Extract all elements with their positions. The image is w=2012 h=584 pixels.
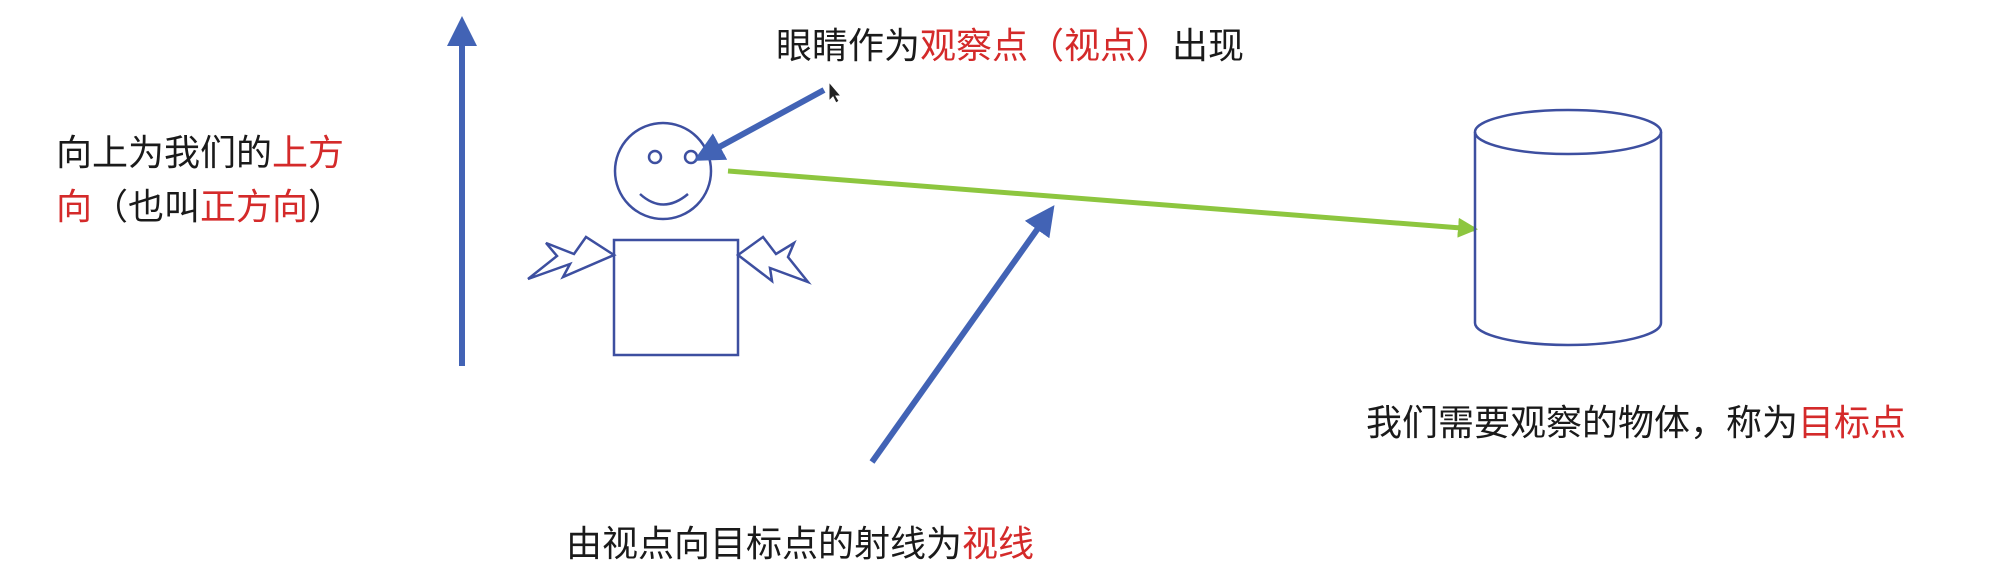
eye-pointer-arrow <box>693 87 826 161</box>
up-direction-label-line2: 向（也叫正方向） <box>56 187 345 228</box>
cylinder-top <box>1473 108 1663 156</box>
up-direction-label-line1: 向上为我们的上方 <box>56 133 345 174</box>
figure-mouth <box>639 193 689 206</box>
sight-line-label: 由视点向目标点的射线为视线 <box>566 524 1035 565</box>
figure-left-lightning <box>527 235 617 281</box>
cylinder-bottom <box>1473 322 1663 347</box>
figure-right-eye <box>683 149 699 165</box>
figure-right-lightning <box>735 235 812 285</box>
figure-head <box>613 121 713 221</box>
sight-line <box>727 168 1478 238</box>
sight-pointer-arrow <box>869 205 1055 464</box>
eye-viewpoint-label: 眼睛作为观察点（视点）出现 <box>776 26 1245 67</box>
figure-body <box>612 238 740 357</box>
target-point-label: 我们需要观察的物体，称为目标点 <box>1366 403 1907 444</box>
cylinder-icon <box>1473 108 1663 347</box>
figure-left-eye <box>647 149 663 165</box>
stick-figure-icon <box>527 121 812 357</box>
mouse-cursor-icon <box>828 80 843 104</box>
